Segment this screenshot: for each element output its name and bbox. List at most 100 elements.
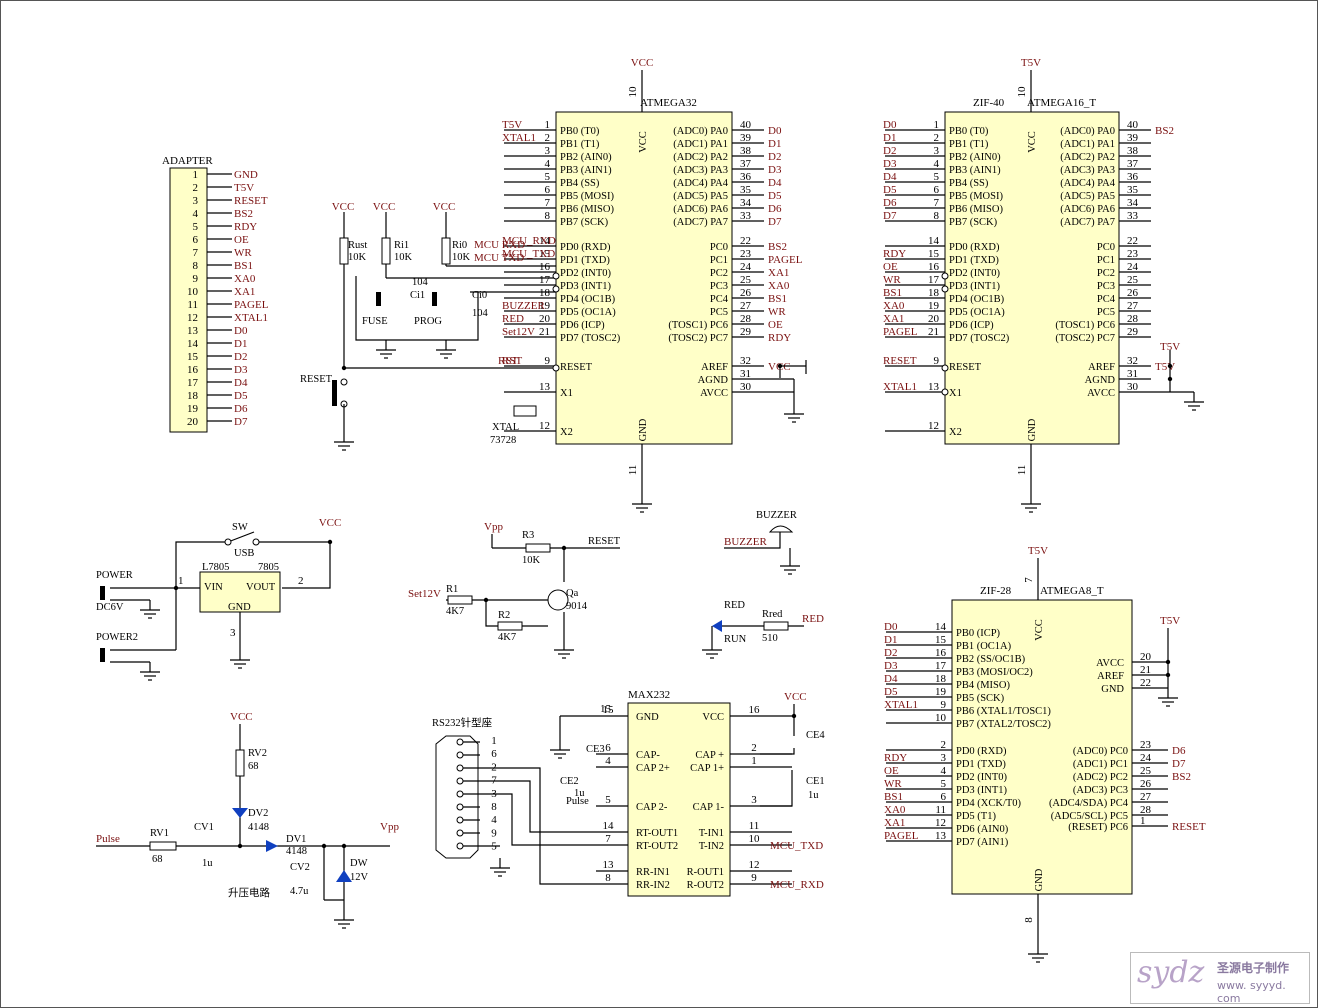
ground-symbol <box>334 910 354 929</box>
buzzer-symbol <box>768 525 794 533</box>
cv1-value: 1u <box>202 858 213 869</box>
db9-pin <box>456 751 464 759</box>
xtal-label: XTAL <box>492 422 519 433</box>
atmega32-pin-number: 21 <box>539 326 550 338</box>
rust-value: 10K <box>348 252 367 263</box>
atmega16-pin-number: 24 <box>1127 261 1139 273</box>
junction-dot <box>561 545 567 551</box>
atmega16-net-label: D1 <box>883 132 896 144</box>
l7805-regulator <box>199 571 281 613</box>
mcu-rxd-net: MCU RXD <box>474 239 525 251</box>
atmega16-net-label: BS1 <box>883 287 902 299</box>
atmega16-pin-number: 39 <box>1127 132 1139 144</box>
adapter-pin-number: 18 <box>187 390 199 402</box>
rred-label: Rred <box>762 609 783 620</box>
atmega8-pin-label: PB4 (MISO) <box>956 680 1010 691</box>
ci1-label: Ci1 <box>410 290 425 301</box>
atmega16-pin-label: PB4 (SS) <box>949 178 989 189</box>
max232-pin-label: VCC <box>702 712 724 723</box>
atmega32-net-label: D2 <box>768 151 781 163</box>
junction-dot <box>327 539 333 545</box>
adapter-pin-number: 14 <box>187 338 199 350</box>
adapter-pin-signal: T5V <box>234 182 254 194</box>
max232-vcc-net: VCC <box>784 691 807 703</box>
vcc-net: VCC <box>319 517 342 529</box>
atmega32-net-label: WR <box>768 306 786 318</box>
atmega32-net-label: D3 <box>768 164 782 176</box>
atmega32-pin-number: 37 <box>740 158 752 170</box>
max232-pin-label: CAP 2- <box>636 802 668 813</box>
atmega8-pin-number: 4 <box>941 765 947 777</box>
atmega32-title: ATMEGA32 <box>640 97 697 109</box>
r1-label: R1 <box>446 584 458 595</box>
atmega8-pin-number: 25 <box>1140 765 1152 777</box>
atmega8-net-label: XTAL1 <box>884 699 918 711</box>
atmega8-pin-label: (ADC5/SCL) PC5 <box>1051 811 1128 822</box>
max232-pin-number: 11 <box>749 820 760 832</box>
r2-resistor <box>497 621 523 631</box>
cap-value: 1u <box>808 790 819 801</box>
junction-dot <box>237 843 243 849</box>
atmega32-pin-label: RESET <box>560 362 593 373</box>
atmega8-net-label: D4 <box>884 673 898 685</box>
atmega32-net-label: D6 <box>768 203 782 215</box>
atmega16-gnd-label: GND <box>1027 418 1038 441</box>
adapter-pin-signal: D1 <box>234 338 247 350</box>
junction-dot <box>1167 376 1173 382</box>
atmega16-vcc-label: VCC <box>1027 131 1038 153</box>
adapter-pin-signal: BS2 <box>234 208 253 220</box>
db9-pin <box>456 764 464 772</box>
max232-body <box>627 702 731 897</box>
atmega16-net-label: BS2 <box>1155 125 1174 137</box>
atmega8-pin-number: 20 <box>1140 651 1152 663</box>
adapter-pin-number: 13 <box>187 325 199 337</box>
max232-pin-label: CAP 1- <box>693 802 725 813</box>
pulse-label: Pulse <box>566 796 589 807</box>
max232-pin-label: CAP- <box>636 750 660 761</box>
atmega32-pin-number: 28 <box>740 313 752 325</box>
db9-pin-number: 8 <box>491 801 497 813</box>
rust-label: Rust <box>348 240 367 251</box>
atmega32-pin-number: 24 <box>740 261 752 273</box>
atmega8-pin-number: 21 <box>1140 664 1151 676</box>
atmega16-pin-number: 27 <box>1127 300 1139 312</box>
atmega32-vcc-label: VCC <box>638 131 649 153</box>
dw-zener <box>336 870 352 882</box>
db9-pin-number: 4 <box>491 814 497 826</box>
atmega16-net-label: D4 <box>883 171 897 183</box>
atmega16-pin-label: (ADC2) PA2 <box>1060 152 1115 163</box>
atmega8-pin-label: (ADC3) PC3 <box>1073 785 1128 796</box>
atmega16-pin-label: (ADC7) PA7 <box>1060 217 1115 228</box>
atmega16-pin-number: 33 <box>1127 210 1139 222</box>
atmega32-net-label: D5 <box>768 190 782 202</box>
adapter-pin-signal: XA0 <box>234 273 256 285</box>
atmega32-pin-number: 29 <box>740 326 752 338</box>
atmega16-pin-label: AGND <box>1085 375 1116 386</box>
atmega8-pin-label: PD4 (XCK/T0) <box>956 798 1022 809</box>
ci0-label: Ci0 <box>472 290 487 301</box>
ground-symbol <box>376 340 396 359</box>
atmega32-pin-label: PB7 (SCK) <box>560 217 609 228</box>
inverted-pin-bubble <box>941 388 949 396</box>
atmega32-net-label: BS2 <box>768 241 787 253</box>
atmega16-net-label: D7 <box>883 210 897 222</box>
atmega32-pin-label: AGND <box>698 375 729 386</box>
atmega32-gnd-pin: 11 <box>627 465 639 476</box>
atmega32-pin-label: PD3 (INT1) <box>560 281 612 292</box>
crystal <box>513 405 537 417</box>
cv2-value: 4.7u <box>290 886 309 897</box>
ce2-label: CE2 <box>560 776 579 787</box>
atmega16-gnd-pin: 11 <box>1016 465 1028 476</box>
atmega8-pin-number: 3 <box>941 752 947 764</box>
ground-symbol <box>550 740 570 759</box>
max232-pin-label: GND <box>636 712 659 723</box>
vpp-net: Vpp <box>484 521 503 533</box>
adapter-pin-number: 2 <box>193 182 199 194</box>
atmega16-pin-number: 16 <box>928 261 940 273</box>
atmega16-pin-number: 2 <box>934 132 940 144</box>
inverted-pin-bubble <box>941 272 949 280</box>
atmega16-pin-number: 34 <box>1127 197 1139 209</box>
atmega16-pin-label: (ADC3) PA3 <box>1060 165 1115 176</box>
cv2-label: CV2 <box>290 862 310 873</box>
max232-pin-number: 16 <box>749 704 761 716</box>
